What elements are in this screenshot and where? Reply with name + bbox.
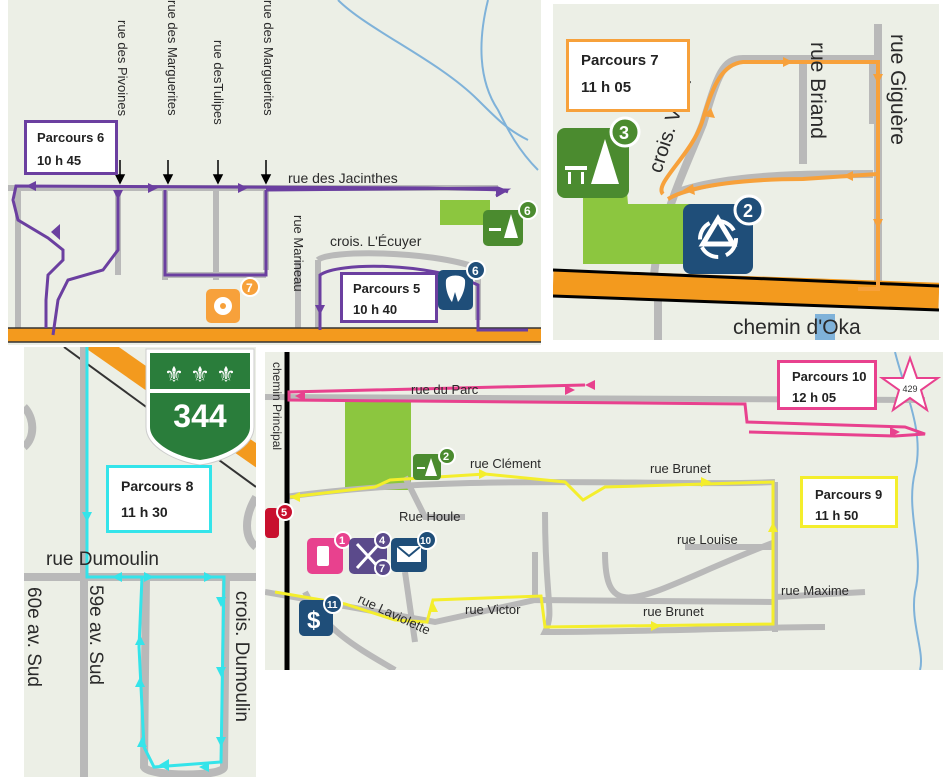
label-60e-av-sud: 60e av. Sud xyxy=(24,587,44,687)
route-arrows xyxy=(295,380,900,437)
picnic-tree-icon: 2 xyxy=(413,447,456,480)
label-rue-giguere: rue Giguère xyxy=(886,34,909,145)
flower-badge: 7 xyxy=(246,281,253,295)
label-rue-briand: rue Briand xyxy=(806,42,829,139)
map-top-left-svg: rue des Pivoines rue des Marguerites rue… xyxy=(8,0,541,343)
water xyxy=(815,314,835,340)
route-name: Parcours 8 xyxy=(121,478,194,494)
utensils-icon: 4 7 xyxy=(349,531,392,577)
highway-shield: 344 ⚜ ⚜ ⚜ xyxy=(145,348,255,466)
label-rue-des-jacinthes: rue des Jacinthes xyxy=(288,170,398,186)
star-label: 429 xyxy=(902,384,917,394)
route-name: Parcours 10 xyxy=(792,369,867,384)
route-name: Parcours 7 xyxy=(581,52,659,69)
label-59e-av-sud: 59e av. Sud xyxy=(85,585,106,685)
label-crois-ecuyer: crois. L'Écuyer xyxy=(330,233,422,249)
label-rue-du-parc: rue du Parc xyxy=(411,382,479,397)
recycle-icon: 2 xyxy=(683,194,765,274)
food-badge: 4 xyxy=(379,535,386,547)
envelope-icon: 10 xyxy=(391,530,437,572)
red-badge: 5 xyxy=(281,507,287,519)
route-time: 10 h 40 xyxy=(353,302,398,317)
label-rue-des-pivoines: rue des Pivoines xyxy=(115,20,130,117)
picnic-tree-icon: 6 xyxy=(483,200,538,246)
fleur-de-lis-icon: ⚜ xyxy=(216,362,236,387)
mail-badge: 10 xyxy=(420,536,432,547)
route-arrows xyxy=(683,57,883,229)
highway xyxy=(8,328,541,342)
label-rue-des-marguerites-2: rue des Marguerites xyxy=(261,0,276,116)
route-box-parcours-5: Parcours 5 10 h 40 xyxy=(340,272,438,323)
label-rue-des-marguerites-1: rue des Marguerites xyxy=(165,0,180,116)
route-box-parcours-7: Parcours 7 11 h 05 xyxy=(566,39,690,112)
route-time: 12 h 05 xyxy=(792,390,837,405)
highway-number: 344 xyxy=(173,398,227,434)
picnic-badge-1: 6 xyxy=(524,204,531,218)
fuel-pump-icon: 1 xyxy=(307,531,352,574)
label-rue-des-tulipes: rue desTulipes xyxy=(211,40,226,125)
red-service-icon: 5 xyxy=(265,503,294,538)
money-badge: 11 xyxy=(327,600,338,611)
map-panel-bottom-left: 344 ⚜ ⚜ ⚜ rue Dumoulin 59e av. Sud 60e a… xyxy=(24,347,256,777)
picnic-tree-icon: 3 xyxy=(557,116,641,198)
route-name: Parcours 9 xyxy=(815,487,883,502)
label-crois-dumoulin: crois. Dumoulin xyxy=(231,591,252,722)
map-panel-top-right: crois. Varin rue Briand rue Giguère chem… xyxy=(553,4,939,340)
dental-badge: 6 xyxy=(472,264,479,278)
route-box-parcours-9: Parcours 9 11 h 50 xyxy=(800,476,898,528)
purple-routes xyxy=(11,184,528,336)
route-box-parcours-8: Parcours 8 11 h 30 xyxy=(106,465,212,533)
pink-route xyxy=(287,383,926,438)
label-rue-maxime: rue Maxime xyxy=(781,583,849,598)
label-rue-brunet-1: rue Brunet xyxy=(650,461,711,476)
creek xyxy=(337,0,529,141)
route-time: 11 h 50 xyxy=(815,508,859,523)
label-rue-laviolette: rue Laviolette xyxy=(356,591,433,638)
route-time: 11 h 30 xyxy=(121,504,168,520)
flower-icon: 7 xyxy=(206,277,260,323)
label-rue-brunet-2: rue Brunet xyxy=(643,604,704,619)
fuel-badge: 1 xyxy=(339,535,345,547)
street-pointers xyxy=(114,160,272,185)
map-panel-top-left: rue des Pivoines rue des Marguerites rue… xyxy=(8,0,541,345)
route-box-parcours-10: Parcours 10 12 h 05 xyxy=(777,360,877,410)
map-panel-bottom-right: chemin Principal rue du Parc rue Clément… xyxy=(265,352,943,670)
creek xyxy=(480,0,539,171)
label-chemin-principal: chemin Principal xyxy=(270,362,284,450)
orange-route xyxy=(659,60,880,291)
map-bottom-right-svg: chemin Principal rue du Parc rue Clément… xyxy=(265,352,942,670)
cyan-route xyxy=(85,347,226,769)
recycle-badge: 2 xyxy=(743,201,753,221)
map-top-right-svg: crois. Varin rue Briand rue Giguère chem… xyxy=(553,24,939,340)
route-arrows xyxy=(82,512,226,772)
picnic-badge-2: 3 xyxy=(619,123,629,143)
picnic-badge-3: 2 xyxy=(443,451,449,463)
label-rue-houle: Rue Houle xyxy=(399,509,460,524)
highway xyxy=(553,269,939,309)
combo-badge: 7 xyxy=(379,563,385,575)
label-chemin-oka: chemin d'Oka xyxy=(733,316,861,339)
label-rue-clement: rue Clément xyxy=(470,456,541,471)
route-time: 11 h 05 xyxy=(581,79,632,96)
label-rue-victor: rue Victor xyxy=(465,602,521,617)
park-area xyxy=(345,400,411,490)
route-name: Parcours 6 xyxy=(37,130,105,145)
route-box-parcours-6: Parcours 6 10 h 45 xyxy=(24,120,118,175)
map-bottom-left-svg: 344 ⚜ ⚜ ⚜ rue Dumoulin 59e av. Sud 60e a… xyxy=(24,347,256,777)
tooth-icon: 6 xyxy=(438,260,486,310)
route-time: 10 h 45 xyxy=(37,153,82,168)
label-rue-marineau: rue Marineau xyxy=(291,215,306,292)
label-rue-dumoulin: rue Dumoulin xyxy=(46,549,159,570)
dollar-icon: $ 11 xyxy=(299,594,343,636)
route-arrows xyxy=(26,181,506,315)
route-name: Parcours 5 xyxy=(353,281,421,296)
route-arrows xyxy=(290,469,778,631)
svg-text:$: $ xyxy=(307,607,321,634)
star-icon: 429 xyxy=(878,354,942,413)
fleur-de-lis-icon: ⚜ xyxy=(164,362,184,387)
creek xyxy=(894,352,922,670)
fleur-de-lis-icon: ⚜ xyxy=(190,362,210,387)
label-rue-louise: rue Louise xyxy=(677,532,738,547)
park-area xyxy=(440,200,490,225)
